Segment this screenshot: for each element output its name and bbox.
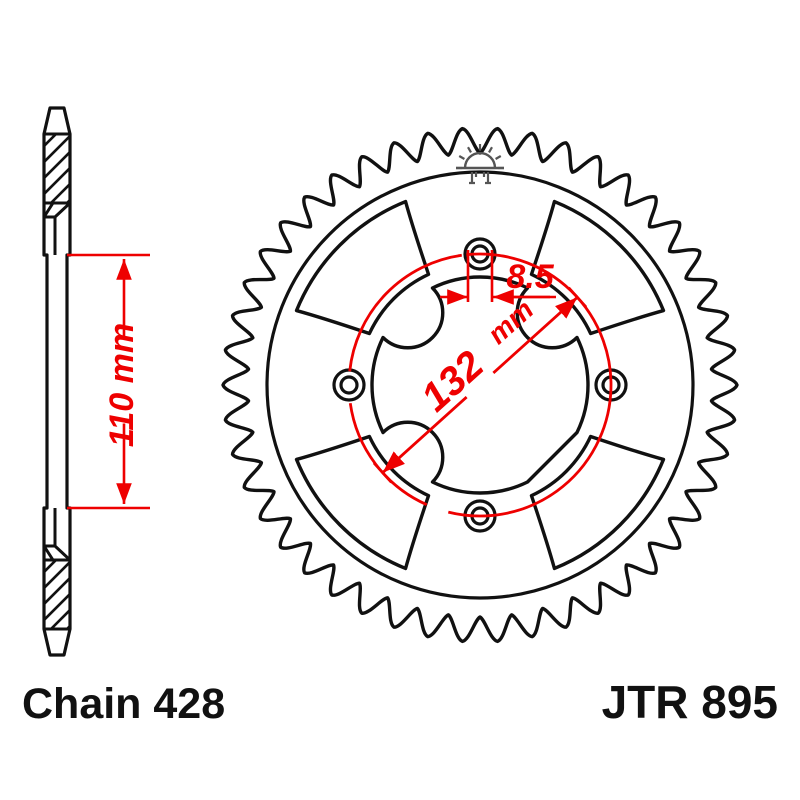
dimension-8-5-label: 8.5 bbox=[506, 258, 554, 296]
dimension-132mm-label-group: 132 mm bbox=[413, 294, 539, 420]
sunrise-ray bbox=[467, 146, 472, 153]
sunrise-logo-icon bbox=[456, 144, 504, 185]
dimension-110mm: 110 mm bbox=[67, 253, 150, 510]
sunrise-ray bbox=[458, 155, 465, 160]
sunrise-legs bbox=[469, 172, 491, 185]
side-section-view bbox=[42, 106, 72, 657]
mounting-hole-left-boss bbox=[332, 368, 366, 402]
dimension-132mm-arrow-upper-right bbox=[492, 296, 579, 375]
dimension-132mm-value: 132 bbox=[413, 343, 492, 420]
bolt-circle-arc-right bbox=[447, 252, 613, 518]
mounting-hole-left-bore bbox=[339, 375, 359, 395]
dimension-110mm-label: 110 mm bbox=[103, 323, 141, 447]
dimension-8-5-extension-lines bbox=[466, 250, 494, 302]
dimension-132mm-tick-marks bbox=[372, 286, 588, 484]
side-view-step-details bbox=[42, 132, 72, 631]
sprocket-rim-circle bbox=[265, 170, 695, 600]
dimension-132mm: 132 mm bbox=[348, 252, 613, 518]
dimension-110mm-extension-lines bbox=[67, 253, 150, 510]
sprocket-teeth-profile bbox=[221, 126, 739, 644]
sprocket-center-bore bbox=[370, 275, 590, 495]
bolt-circle-arc-upper-left bbox=[348, 253, 462, 372]
sprocket-lightening-cutouts bbox=[294, 199, 666, 571]
sunrise-ray bbox=[495, 155, 502, 160]
dimension-132mm-arrow-lower-left bbox=[381, 395, 468, 474]
side-view-outline bbox=[42, 106, 72, 657]
dimension-8-5: 8.5 bbox=[440, 250, 556, 305]
part-number-label: JTR 895 bbox=[602, 676, 778, 728]
sunrise-dome bbox=[463, 151, 497, 169]
chain-size-label: Chain 428 bbox=[22, 680, 225, 728]
sunrise-ray bbox=[488, 146, 493, 153]
